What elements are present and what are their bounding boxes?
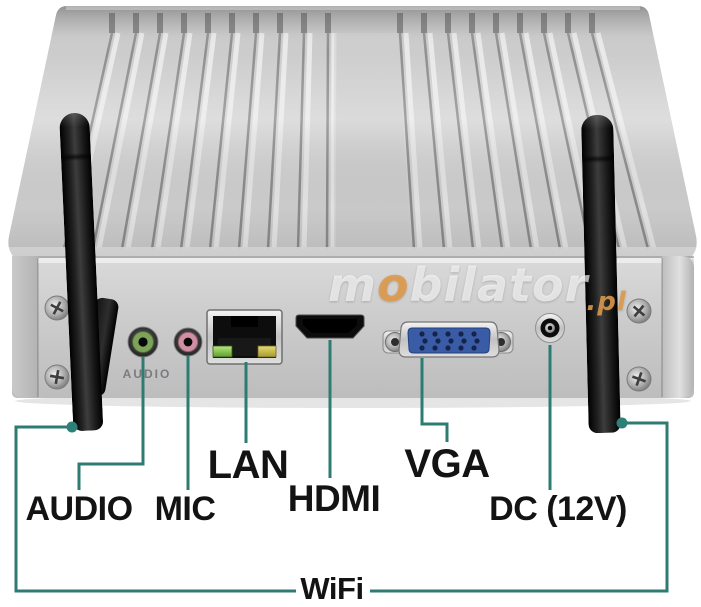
watermark-tld: .pl — [586, 287, 627, 317]
label-mic: MIC — [154, 490, 216, 528]
vga-pin-holes — [419, 331, 480, 351]
annotation-line-audio — [77, 357, 145, 490]
label-hdmi: HDMI — [287, 478, 381, 519]
annotation-line-wifi-right — [370, 421, 669, 593]
front-panel: AUDIO — [12, 256, 694, 398]
audio-jack-port — [127, 326, 159, 358]
dc-power-jack — [535, 313, 565, 343]
screw-bottom-left — [44, 364, 70, 390]
panel-end-cap-left — [12, 256, 38, 398]
label-vga: VGA — [404, 442, 490, 486]
screw-top-right — [626, 298, 652, 324]
label-lan: LAN — [207, 443, 289, 487]
panel-end-cap-right — [662, 256, 694, 398]
panel-engraving-audio: AUDIO — [123, 367, 172, 381]
wifi-dot-right — [616, 417, 628, 429]
watermark-rest: bilator — [409, 258, 589, 312]
mic-jack-port — [173, 327, 203, 357]
screw-bottom-right — [626, 366, 652, 392]
vga-port — [382, 321, 514, 358]
lan-port — [206, 309, 283, 365]
annotation-line-wifi-left — [14, 425, 296, 593]
heatsink-fins — [8, 6, 697, 258]
label-dc: DC (12V) — [489, 490, 627, 528]
wifi-dot-left — [66, 421, 78, 433]
screw-top-left — [44, 295, 70, 321]
heatsink-top — [8, 6, 697, 258]
watermark-first: m — [328, 258, 377, 312]
hdmi-port — [295, 314, 365, 339]
watermark-accent-letter: o — [376, 258, 410, 312]
lan-led-yellow — [257, 345, 277, 358]
watermark: mobilator.pl — [328, 258, 629, 317]
annotation-line-vga — [420, 358, 449, 442]
label-wifi: WiFi — [300, 571, 364, 606]
lan-led-green — [212, 345, 233, 358]
label-audio: AUDIO — [25, 490, 133, 528]
